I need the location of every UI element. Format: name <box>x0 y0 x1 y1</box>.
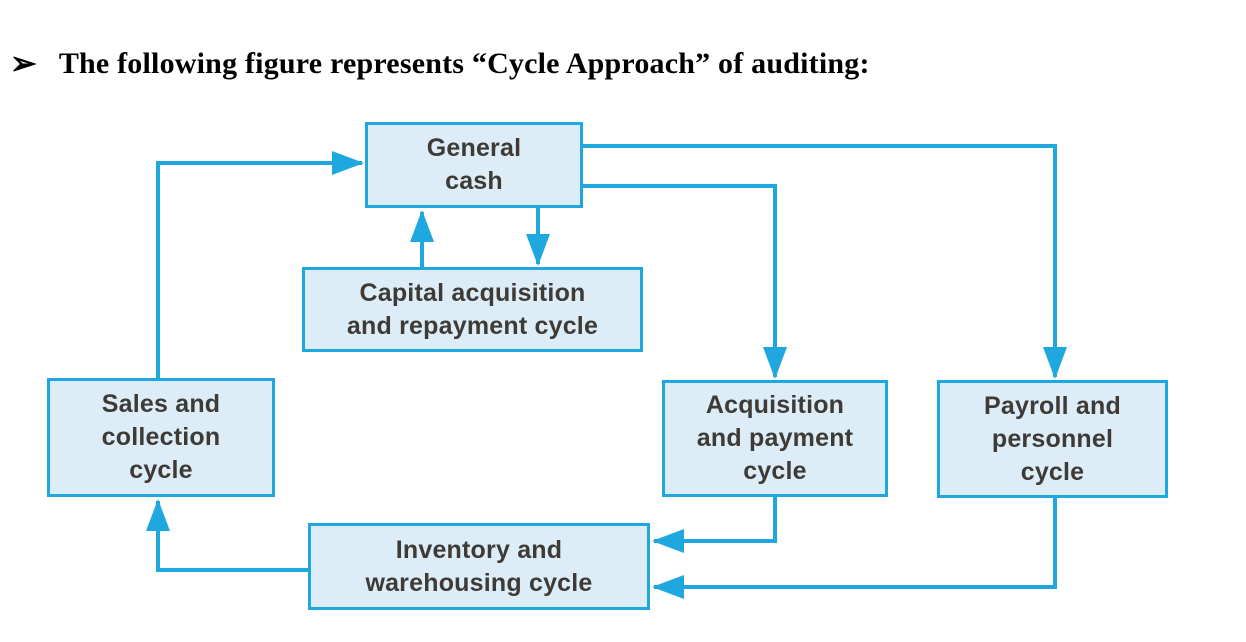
node-label-line: Inventory and <box>395 535 563 564</box>
node-label-line: personnel <box>991 424 1114 453</box>
arrow-general-cash-to-acquisition <box>583 184 787 379</box>
arrow-general-cash-to-payroll <box>583 144 1067 379</box>
arrow-acquisition-to-inventory <box>652 497 777 553</box>
figure-caption: ➢ The following figure represents “Cycle… <box>10 46 870 81</box>
node-label-line: cycle <box>743 457 807 485</box>
node-label-line: General <box>426 134 522 162</box>
node-label-line: Sales and <box>101 390 221 418</box>
node-label-line: cycle <box>1020 457 1085 486</box>
arrow-sales-to-general-cash <box>156 151 364 378</box>
node-sales-and-collection-cycle: Sales and collection cycle <box>47 378 275 497</box>
node-capital-acquisition-and-repayment-cycle: Capital acquisition and repayment cycle <box>302 267 643 352</box>
node-label-line: collection <box>101 423 221 451</box>
arrow-bullet-icon: ➢ <box>10 45 37 81</box>
node-payroll-and-personnel-cycle: Payroll and personnel cycle <box>937 380 1168 498</box>
arrow-payroll-to-inventory <box>652 498 1057 599</box>
node-label-line: and payment <box>696 424 854 452</box>
node-label-line: cycle <box>129 456 193 484</box>
node-label-line: Acquisition <box>705 391 845 419</box>
node-label-line: warehousing cycle <box>365 568 593 597</box>
node-label-line: Payroll and <box>984 391 1121 420</box>
node-label-line: Capital acquisition <box>359 278 586 307</box>
node-label-line: and repayment cycle <box>346 311 599 340</box>
node-acquisition-and-payment-cycle: Acquisition and payment cycle <box>662 380 888 497</box>
node-inventory-and-warehousing-cycle: Inventory and warehousing cycle <box>308 523 650 610</box>
arrow-inventory-to-sales <box>146 499 308 572</box>
node-general-cash: General cash <box>365 122 583 208</box>
caption-text: The following figure represents “Cycle A… <box>58 47 870 80</box>
node-label-line: cash <box>445 167 503 195</box>
